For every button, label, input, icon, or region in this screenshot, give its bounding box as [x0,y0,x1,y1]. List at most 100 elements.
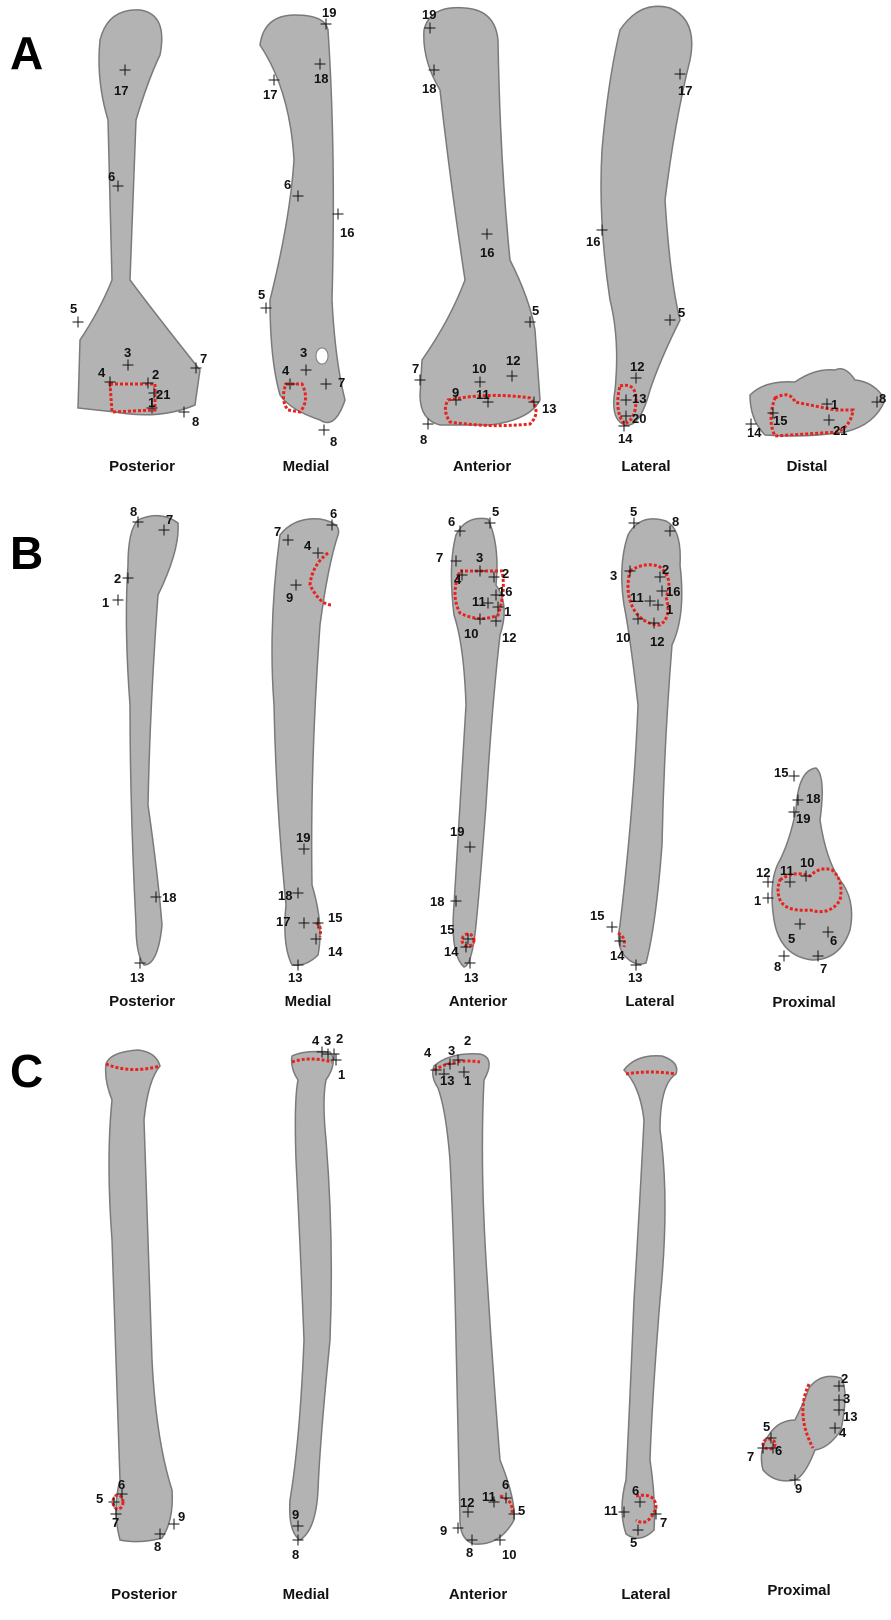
crosshair-icon [293,888,304,899]
landmark-label: 9 [452,386,459,399]
landmark-label: 11 [780,864,794,877]
landmark-label: 10 [472,362,486,375]
crosshair-icon [311,934,322,945]
landmark-label: 18 [314,72,328,85]
landmark-label: 18 [806,792,820,805]
crosshair-icon [321,19,332,30]
crosshair-icon [451,896,462,907]
crosshair-icon [475,614,486,625]
crosshair-icon [465,842,476,853]
view-label: Lateral [625,993,674,1010]
landmark-label: 5 [630,505,637,518]
crosshair-icon [313,548,324,559]
landmark-label: 14 [328,945,342,958]
landmark-label: 12 [506,354,520,367]
landmark-label: 19 [322,6,336,19]
landmark-label: 14 [444,945,458,958]
crosshair-icon [293,960,304,971]
landmark-label: 19 [296,831,310,844]
landmark-label: 12 [650,635,664,648]
landmark-label: 4 [839,1426,846,1439]
landmark-label: 1 [666,603,673,616]
view-label: Medial [283,458,330,475]
landmark-label: 9 [286,591,293,604]
crosshair-icon [155,1529,166,1540]
crosshair-icon [135,958,146,969]
landmark-label: 4 [312,1034,319,1047]
landmark-label: 14 [610,949,624,962]
crosshair-icon [291,580,302,591]
view-label: Posterior [109,458,175,475]
crosshair-icon [801,871,812,882]
crosshair-icon [151,892,162,903]
landmark-label: 13 [632,392,646,405]
landmark-label: 11 [472,595,486,608]
landmark-label: 16 [498,585,512,598]
landmark-label: 21 [833,424,847,437]
crosshair-icon [301,365,312,376]
landmark-label: 6 [448,515,455,528]
landmark-label: 15 [590,909,604,922]
landmark-label: 2 [662,563,669,576]
landmark-label: 9 [795,1482,802,1495]
crosshair-icon [653,600,664,611]
panel-letter-c: C [10,1048,43,1094]
view-b-medial: 7 6 4 9 19 18 17 15 14 13 Medial [250,505,370,985]
landmark-label: 7 [436,551,443,564]
bone-radius-proximal [745,1330,891,1600]
crosshair-icon [425,23,436,34]
landmark-label: 1 [754,894,761,907]
crosshair-icon [283,535,294,546]
landmark-label: 7 [747,1450,754,1463]
crosshair-icon [631,373,642,384]
crosshair-icon [327,520,338,531]
view-a-distal: 15 1 8 14 21 Distal [745,340,891,455]
view-c-anterior: 4 3 2 13 1 6 11 12 5 9 8 10 Anterior [420,1040,560,1590]
view-c-posterior: 6 5 7 9 8 Posterior [90,1040,210,1590]
landmark-label: 15 [773,414,787,427]
crosshair-icon [315,59,326,70]
landmark-label: 3 [843,1392,850,1405]
crosshair-icon [619,421,630,432]
crosshair-icon [635,1497,646,1508]
landmark-label: 18 [278,889,292,902]
landmark-label: 7 [200,352,207,365]
crosshair-icon [475,566,486,577]
landmark-label: 11 [630,591,644,604]
landmark-label: 16 [666,585,680,598]
landmark-label: 8 [192,415,199,428]
crosshair-icon [105,377,116,388]
landmark-label: 8 [774,960,781,973]
landmark-label: 2 [336,1032,343,1045]
crosshair-icon [453,1055,464,1066]
landmark-label: 5 [678,306,685,319]
landmark-label: 16 [586,235,600,248]
crosshair-icon [333,209,344,220]
landmark-label: 7 [660,1516,667,1529]
crosshair-icon [299,918,310,929]
crosshair-icon [299,844,310,855]
landmark-label: 5 [70,302,77,315]
view-label: Lateral [621,1586,670,1603]
crosshair-icon [795,919,806,930]
landmark-label: 5 [518,1504,525,1517]
crosshair-icon [633,1525,644,1536]
landmark-label: 6 [830,934,837,947]
crosshair-icon [493,602,504,613]
view-label: Anterior [449,993,507,1010]
bone-radius-posterior [90,1040,210,1590]
view-label: Posterior [111,1586,177,1603]
landmark-label: 10 [616,631,630,644]
landmark-label: 13 [288,971,302,984]
landmark-label: 1 [504,605,511,618]
landmark-label: 5 [492,505,499,518]
landmark-label: 18 [162,891,176,904]
view-a-anterior: 19 18 16 5 7 10 12 9 11 13 8 Anterior [410,0,580,450]
crosshair-icon [423,419,434,430]
landmark-label: 9 [440,1524,447,1537]
landmark-label: 4 [282,364,289,377]
crosshair-icon [451,556,462,567]
landmark-label: 6 [284,178,291,191]
landmark-label: 11 [482,1490,496,1503]
landmark-label: 16 [340,226,354,239]
